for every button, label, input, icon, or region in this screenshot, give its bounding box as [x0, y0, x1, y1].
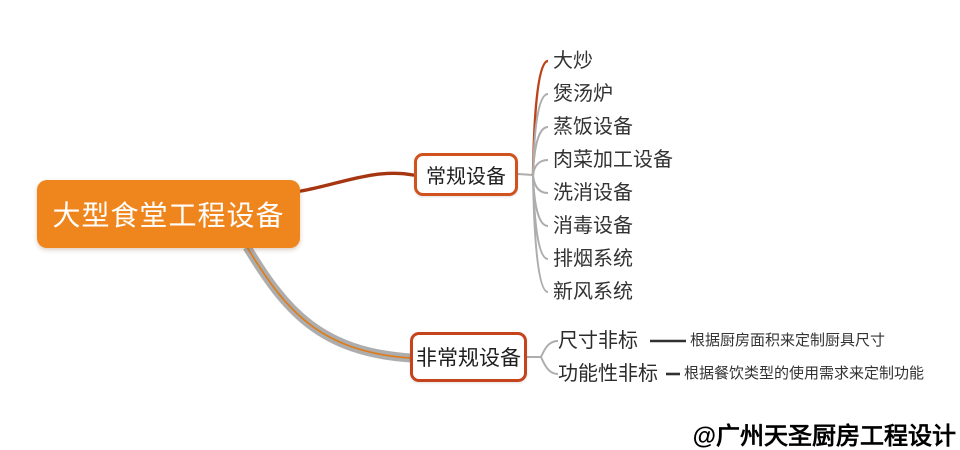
leaf-item: 消毒设备	[553, 215, 633, 237]
subleaf-desc: 根据餐饮类型的使用需求来定制功能	[684, 365, 925, 382]
root-node: 大型食堂工程设备	[37, 180, 300, 248]
subleaf-label: 功能性非标	[558, 363, 658, 385]
branch-line-regular	[299, 171, 415, 193]
leaf-connector-3	[532, 126, 549, 176]
leaf-item: 新风系统	[553, 281, 633, 303]
watermark-text: @广州天圣厨房工程设计	[692, 423, 956, 450]
branch-line-nonregular-thread	[246, 246, 412, 359]
subleaf-connector-1	[540, 340, 559, 358]
leaf-connector-4	[532, 159, 549, 176]
leaf-item: 蒸饭设备	[553, 116, 633, 138]
branch-node-regular-label: 常规设备	[426, 166, 506, 188]
branch-line-nonregular	[243, 244, 412, 363]
leaf-item: 肉菜加工设备	[553, 149, 673, 171]
branch-node-regular: 常规设备	[414, 153, 518, 196]
branch-node-nonregular: 非常规设备	[410, 332, 527, 382]
subleaf-label: 尺寸非标	[558, 330, 638, 352]
fanout-stub-regular	[517, 173, 534, 176]
branch-node-nonregular-label: 非常规设备	[416, 347, 521, 370]
subleaf-connector-2	[540, 356, 559, 375]
subleaf-desc: 根据厨房面积来定制厨具尺寸	[690, 332, 886, 349]
leaf-connector-8	[532, 174, 549, 293]
leaf-connector-1	[531, 59, 549, 176]
leaf-item: 洗消设备	[553, 182, 633, 204]
leaf-item: 煲汤炉	[553, 83, 613, 105]
leaf-connector-5	[532, 174, 549, 194]
root-node-label: 大型食堂工程设备	[52, 200, 285, 231]
leaf-item: 大炒	[553, 50, 593, 72]
leaf-item: 排烟系统	[553, 248, 633, 270]
